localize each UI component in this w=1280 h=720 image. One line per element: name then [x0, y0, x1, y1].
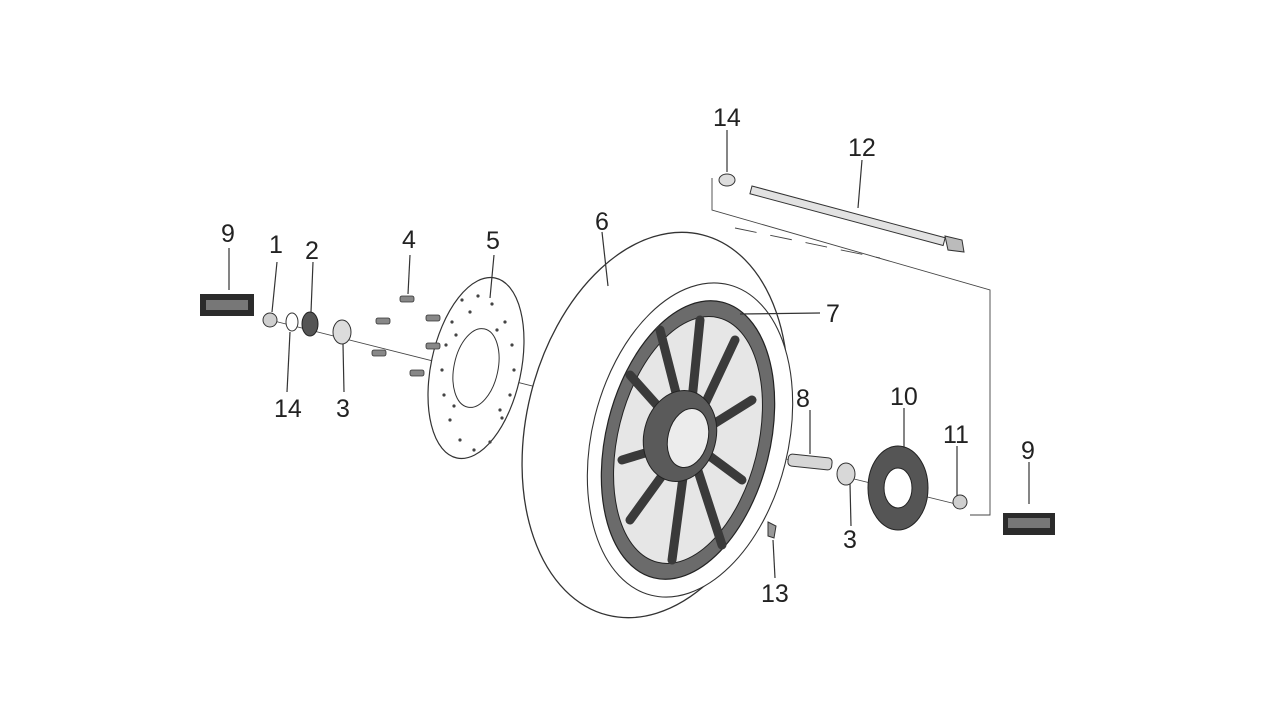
callout-4: 4	[402, 226, 416, 254]
disc-bolts	[371, 295, 441, 377]
callout-12: 12	[848, 134, 876, 162]
callout-3-right: 3	[843, 526, 857, 554]
callout-6: 6	[595, 208, 609, 236]
callout-10: 10	[890, 383, 918, 411]
callout-5: 5	[486, 227, 500, 255]
brake-disc	[427, 276, 525, 460]
wheel-rim	[600, 300, 776, 580]
axle	[718, 173, 965, 253]
callout-1: 1	[269, 231, 283, 259]
right-hub-parts	[767, 445, 1055, 539]
callout-7: 7	[826, 300, 840, 328]
callout-11: 11	[943, 421, 969, 449]
callout-9-left: 9	[221, 220, 235, 248]
callout-8: 8	[796, 385, 810, 413]
callout-14-top: 14	[713, 104, 741, 132]
callout-3-left: 3	[336, 395, 350, 423]
callout-9-right: 9	[1021, 437, 1035, 465]
callout-14-left: 14	[274, 395, 302, 423]
leader-lines	[228, 130, 1030, 579]
callout-2: 2	[305, 237, 319, 265]
callout-13: 13	[761, 580, 789, 608]
left-hub-parts	[200, 294, 352, 345]
